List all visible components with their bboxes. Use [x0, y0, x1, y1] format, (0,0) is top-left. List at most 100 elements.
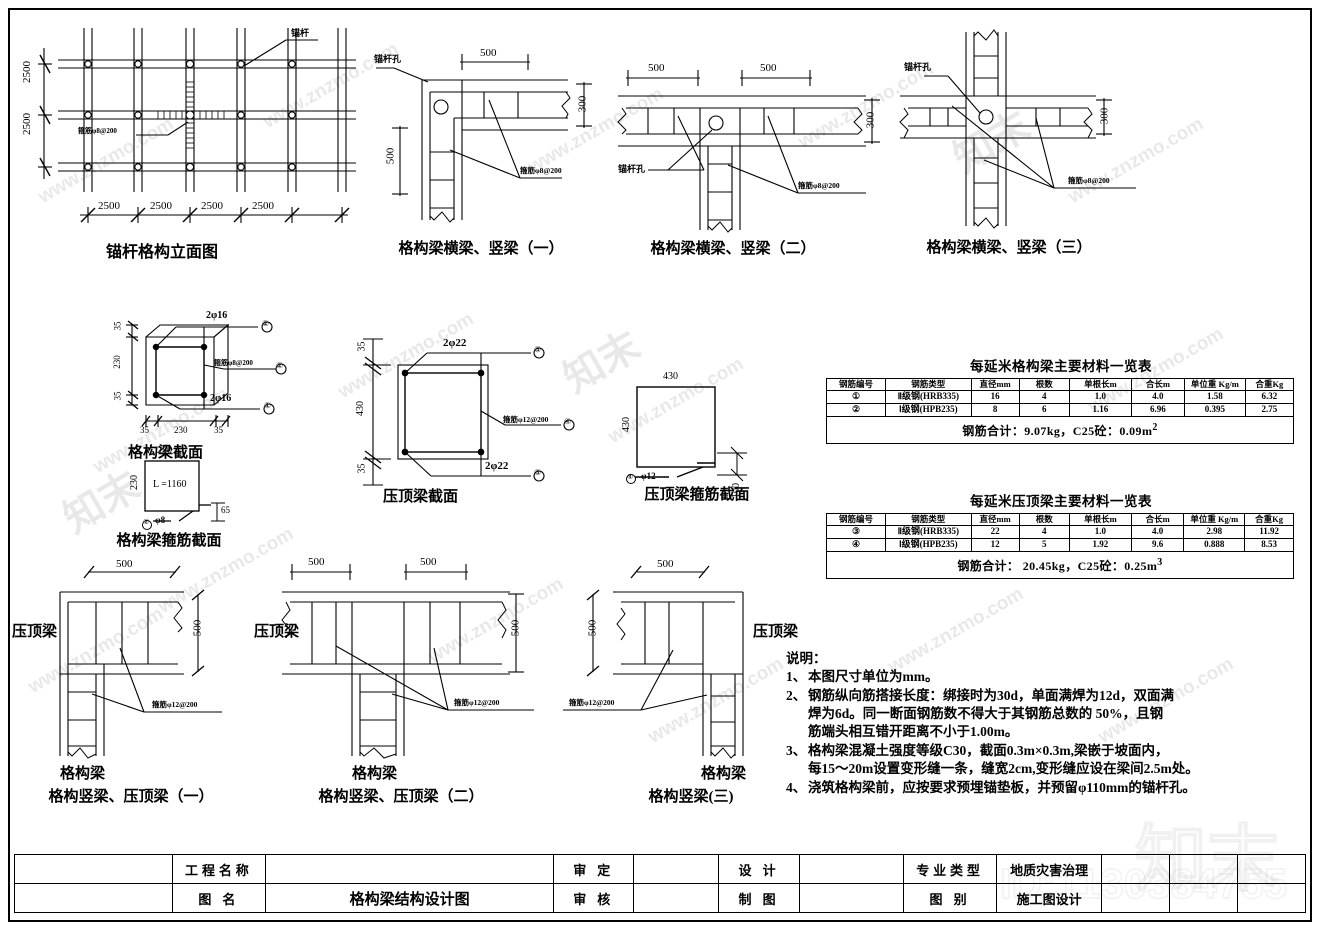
- label-lattice-beam: 格构梁: [60, 766, 106, 782]
- detail-anchor-lattice-elevation: 2500 2500 2500 2500 2500 2500 锚杆 箍筋φ8@20…: [18, 22, 358, 262]
- col-header: 合长m: [1130, 377, 1186, 392]
- label-stirrup: 箍筋φ12@200: [454, 698, 500, 707]
- detail-caption: 锚杆格构立面图: [106, 244, 219, 261]
- cell-unit-weight: 2.98: [1183, 525, 1246, 540]
- label-lattice-beam: 格构梁: [352, 766, 398, 782]
- dim-label-height: 430: [621, 417, 632, 432]
- label-bottom-rebar: 2φ22: [485, 460, 509, 472]
- note-body: 浇筑格构梁前，应按要求预埋锚垫板，并预留φ110mm的锚杆孔。: [808, 779, 1196, 797]
- cell-rebar-type: Ⅰ级钢(HPB235): [884, 538, 972, 553]
- rebar-mark: ②: [262, 319, 270, 328]
- note-line: 本图尺寸单位为mm。: [808, 669, 939, 685]
- value-extra-3[interactable]: [1236, 854, 1307, 884]
- col-header: 钢筋类型: [884, 377, 972, 392]
- col-header: 单根长m: [1069, 377, 1132, 392]
- sheet-border: [8, 8, 1312, 922]
- dim-label-left: 500: [648, 62, 665, 74]
- dim-label-vertical: 35: [112, 391, 123, 401]
- summary-exponent: 2: [1152, 422, 1158, 434]
- detail-cap-lattice-corner-1: 压顶梁 格构梁 箍筋φ12@200 500 500 格构竖梁、压顶梁（一）: [12, 550, 272, 812]
- title-block-row: 工程名称 审 定 设 计 专业类型 地质灾害治理: [14, 854, 1307, 884]
- dim-label-horizontal: 2500: [98, 200, 120, 212]
- note-body: 本图尺寸单位为mm。: [808, 668, 939, 686]
- col-header: 合重Kg: [1244, 377, 1295, 392]
- dim-label-right: 300: [576, 95, 589, 113]
- cell-unit-length: 1.0: [1069, 390, 1132, 405]
- dim-label-vertical: 35: [112, 321, 123, 331]
- label-bar-size: φ12: [641, 471, 656, 481]
- dim-label-vertical: 230: [111, 355, 122, 369]
- label-stirrup: 箍筋φ8@200: [1068, 176, 1110, 185]
- cell-total-weight: 11.92: [1244, 525, 1294, 540]
- cell-count: 5: [1018, 538, 1071, 553]
- value-checked[interactable]: [633, 883, 720, 913]
- dim-label-horizontal: 2500: [201, 200, 223, 212]
- value-extra-4[interactable]: [1101, 883, 1170, 913]
- summary-text: 钢筋合计： 20.45kg，C25砼：0.25m: [957, 559, 1158, 574]
- label-anchor-hole: 锚杆孔: [374, 54, 402, 64]
- notes-block: 说明： 1、 本图尺寸单位为mm。 2、 钢筋纵向筋搭接长度：绑接时为30d，单…: [786, 650, 1296, 797]
- dim-label-vertical: 2500: [21, 61, 33, 83]
- note-line: 每15～20m设置变形缝一条，缝宽2cm,变形缝应设在梁间2.5m处。: [808, 761, 1199, 777]
- cell-unit-length: 1.16: [1069, 403, 1132, 418]
- logo-cell: [14, 883, 173, 913]
- cell-unit-length: 1.92: [1069, 538, 1132, 553]
- cell-unit-length: 1.0: [1069, 525, 1132, 540]
- col-header: 直径mm: [970, 377, 1020, 392]
- summary-text: 钢筋合计：9.07kg，C25砼：0.09m: [962, 424, 1153, 439]
- cell-rebar-no: ③: [826, 525, 886, 540]
- col-header: 单位重 Kg/m: [1184, 377, 1246, 392]
- col-header: 钢筋编号: [826, 512, 886, 527]
- value-project-name[interactable]: [265, 854, 555, 884]
- table-title: 每延米格构梁主要材料一览表: [970, 359, 1152, 374]
- detail-caption: 格构梁横梁、竖梁（一）: [398, 241, 564, 257]
- table-header-row: 钢筋编号 钢筋类型 直径mm 根数 单根长m 合长m 单位重 Kg/m 合重Kg: [826, 512, 1294, 527]
- note-number: 2、: [786, 687, 807, 703]
- value-extra-6[interactable]: [1236, 883, 1307, 913]
- table-summary-row: 钢筋合计：9.07kg，C25砼：0.09m2: [826, 416, 1294, 445]
- col-header: 单位重 Kg/m: [1183, 512, 1246, 527]
- cell-total-length: 4.0: [1130, 525, 1185, 540]
- value-extra-5[interactable]: [1169, 883, 1238, 913]
- detail-caption: 压顶梁截面: [383, 489, 459, 505]
- note-line: 浇筑格构梁前，应按要求预埋锚垫板，并预留φ110mm的锚杆孔。: [808, 779, 1196, 795]
- note-line: 钢筋纵向筋搭接长度：绑接时为30d，单面满焊为12d，双面满: [808, 687, 1175, 703]
- rebar-mark: ①: [264, 401, 272, 410]
- cell-diameter: 8: [970, 403, 1020, 418]
- dim-label-horizontal: 2500: [150, 200, 172, 212]
- label-approved: 审 定: [553, 854, 635, 884]
- detail-cap-lattice-corner-3: 压顶梁 格构梁 箍筋φ12@200 500 500 格构竖梁(三): [545, 550, 810, 812]
- note-item: 3、 格构梁混凝土强度等级C30，截面0.3m×0.3m,梁嵌于坡面内， 每15…: [786, 742, 1296, 779]
- cell-rebar-no: ②: [826, 403, 886, 418]
- rebar-mark: ②: [143, 518, 150, 526]
- dim-label-top: 500: [657, 558, 674, 570]
- cell-count: 4: [1018, 525, 1071, 540]
- value-discipline: 地质灾害治理: [996, 854, 1103, 884]
- detail-caption: 格构梁横梁、竖梁（二）: [650, 241, 816, 257]
- table-row: ① Ⅱ级钢(HRB335) 16 4 1.0 4.0 1.58 6.32: [826, 390, 1295, 405]
- table-summary-row: 钢筋合计： 20.45kg，C25砼：0.25m3: [826, 551, 1294, 580]
- detail-caption: 格构竖梁(三): [648, 789, 734, 805]
- value-extra-1[interactable]: [1101, 854, 1170, 884]
- value-designer[interactable]: [798, 854, 904, 884]
- note-line: 格构梁混凝土强度等级C30，截面0.3m×0.3m,梁嵌于坡面内，: [808, 742, 1169, 758]
- value-drafter[interactable]: [798, 883, 904, 913]
- table-cap-beam: 钢筋编号 钢筋类型 直径mm 根数 单根长m 合长m 单位重 Kg/m 合重Kg…: [826, 512, 1294, 580]
- col-header: 直径mm: [970, 512, 1020, 527]
- dim-label-horizontal: 35: [140, 425, 149, 435]
- detail-cap-stirrup-section: 430 430 100 φ12 ④ 压顶梁箍筋截面: [621, 365, 830, 510]
- detail-caption: 格构竖梁、压顶梁（二）: [318, 789, 484, 805]
- dim-label-depth: 300: [1098, 107, 1111, 125]
- value-approved[interactable]: [633, 854, 720, 884]
- note-number: 4、: [786, 779, 807, 795]
- table-row: ② Ⅰ级钢(HPB235) 8 6 1.16 6.96 0.395 2.75: [826, 403, 1295, 418]
- label-discipline: 专业类型: [902, 854, 998, 884]
- label-top-rebar: 2φ22: [443, 337, 467, 349]
- label-cap-beam: 压顶梁: [12, 624, 58, 640]
- value-extra-2[interactable]: [1169, 854, 1238, 884]
- cell-total-weight: 8.53: [1244, 538, 1294, 553]
- rebar-mark: ④: [627, 473, 634, 481]
- note-item: 2、 钢筋纵向筋搭接长度：绑接时为30d，单面满焊为12d，双面满 焊为6d。同…: [786, 687, 1296, 742]
- dim-label-left: 500: [308, 556, 325, 568]
- cell-total-length: 9.6: [1130, 538, 1185, 553]
